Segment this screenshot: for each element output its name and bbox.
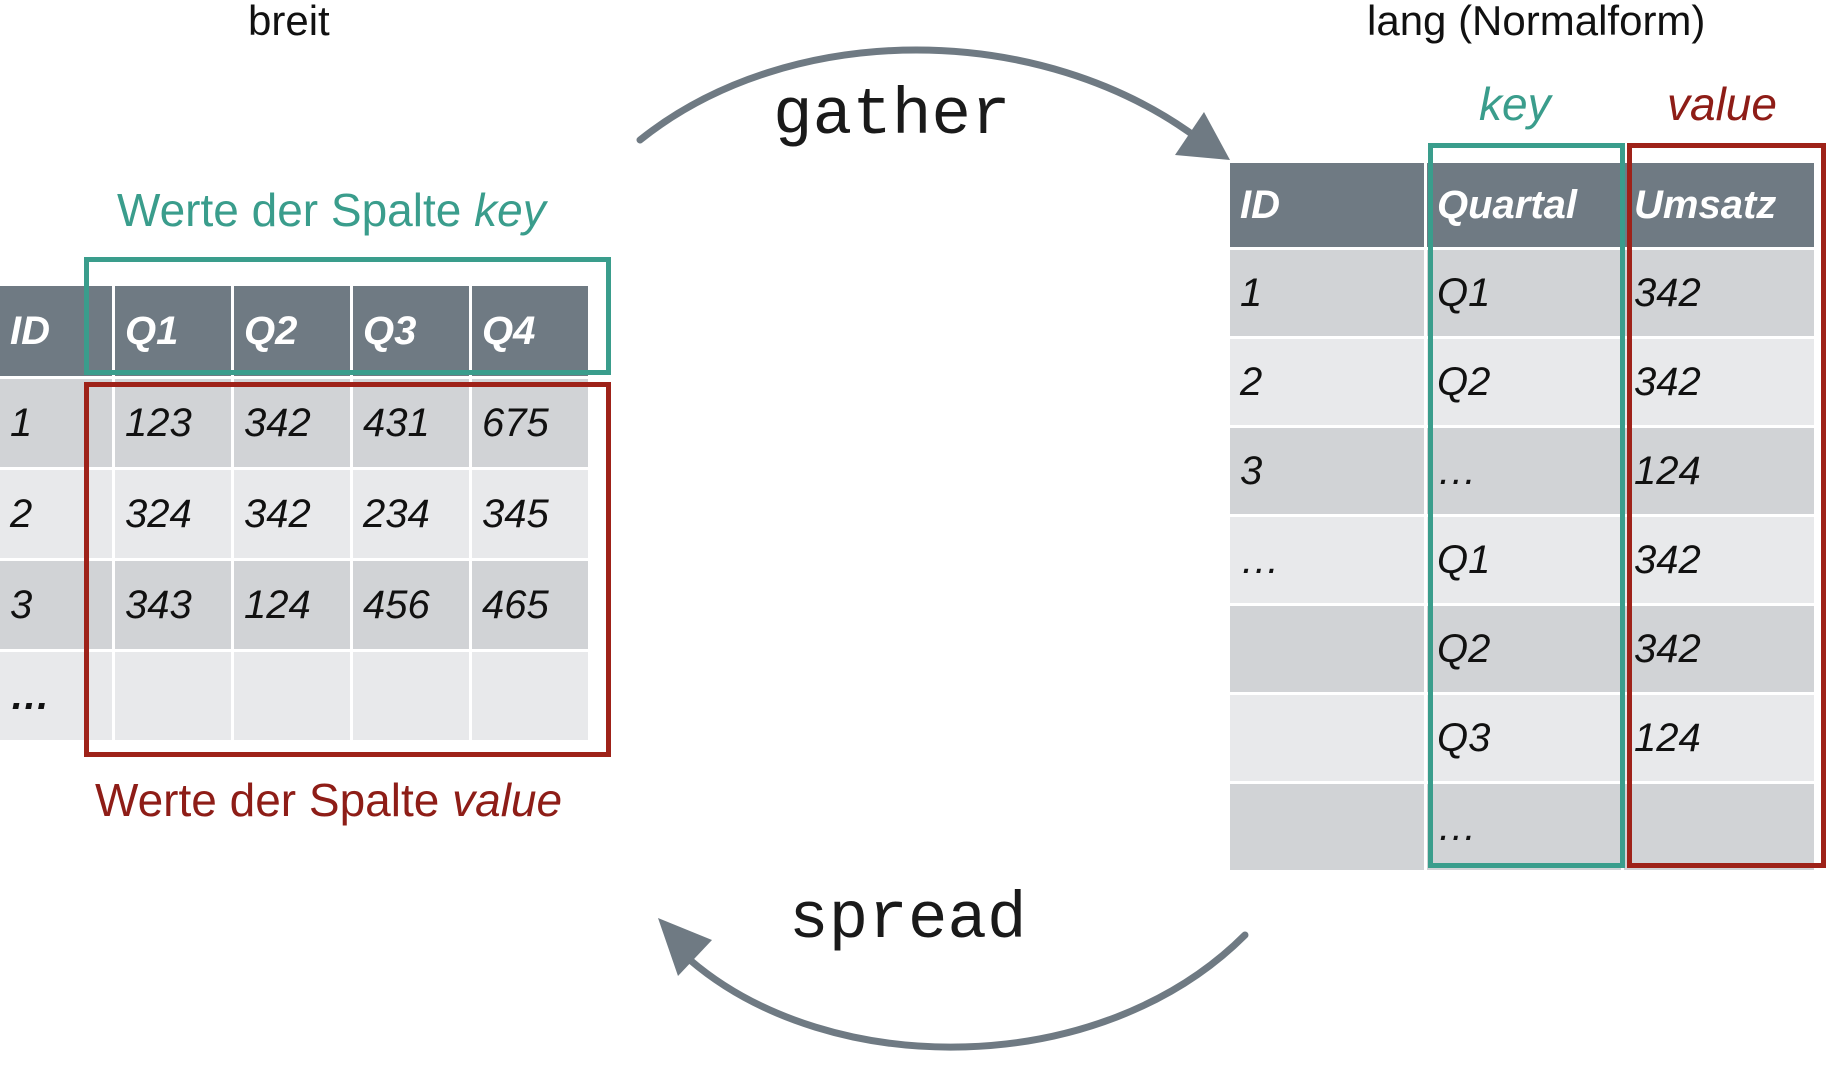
- value-cells-box: [84, 382, 611, 757]
- key-values-caption: Werte der Spalte key: [117, 183, 546, 237]
- wide-cell: [115, 652, 231, 740]
- long-cell: Q1: [1427, 517, 1621, 603]
- key-caption-prefix: Werte der Spalte: [117, 184, 475, 236]
- long-cell: …: [1427, 428, 1621, 514]
- wide-cell: 456: [353, 561, 469, 649]
- wide-cell: [353, 652, 469, 740]
- wide-cell: …: [0, 652, 112, 740]
- key-columns-box: [84, 257, 611, 375]
- long-cell: [1624, 784, 1814, 870]
- long-cell: 342: [1624, 250, 1814, 336]
- wide-cell: 1: [0, 379, 112, 467]
- wide-header-id: ID: [0, 286, 112, 376]
- wide-row: 1 123 342 431 675: [0, 379, 588, 467]
- wide-cell: 234: [353, 470, 469, 558]
- gather-label: gather: [773, 78, 1011, 153]
- key-column-label: key: [1479, 78, 1551, 130]
- long-row: 1 Q1 342: [1230, 250, 1814, 336]
- wide-cell: 123: [115, 379, 231, 467]
- wide-row: 3 343 124 456 465: [0, 561, 588, 649]
- value-caption-word: value: [452, 774, 563, 826]
- long-cell: [1230, 784, 1424, 870]
- long-cell: Q1: [1427, 250, 1621, 336]
- wide-header-q2: Q2: [234, 286, 350, 376]
- long-row: … Q1 342: [1230, 517, 1814, 603]
- long-row: Q2 342: [1230, 606, 1814, 692]
- long-cell: 342: [1624, 339, 1814, 425]
- long-title: lang (Normalform): [1367, 0, 1706, 44]
- long-cell: 124: [1624, 695, 1814, 781]
- wide-cell: 675: [472, 379, 588, 467]
- long-cell: …: [1230, 517, 1424, 603]
- wide-cell: 345: [472, 470, 588, 558]
- wide-cell: 342: [234, 470, 350, 558]
- wide-cell: 324: [115, 470, 231, 558]
- wide-cell: 343: [115, 561, 231, 649]
- wide-header-q4: Q4: [472, 286, 588, 376]
- long-cell: 3: [1230, 428, 1424, 514]
- value-column-box: [1627, 143, 1826, 868]
- long-cell: [1230, 606, 1424, 692]
- key-column-box: [1428, 143, 1625, 868]
- long-row: …: [1230, 784, 1814, 870]
- long-header-id: ID: [1230, 163, 1424, 247]
- spread-arrowhead: [658, 918, 712, 976]
- long-cell: Q3: [1427, 695, 1621, 781]
- wide-row: …: [0, 652, 588, 740]
- wide-cell: 465: [472, 561, 588, 649]
- gather-arrow: [636, 46, 1204, 144]
- long-cell: …: [1427, 784, 1621, 870]
- wide-title: breit: [248, 0, 330, 44]
- long-cell: 124: [1624, 428, 1814, 514]
- long-cell: 342: [1624, 606, 1814, 692]
- wide-table: ID Q1 Q2 Q3 Q4 1 123 342 431 675 2 324 3…: [0, 283, 591, 743]
- long-header-umsatz: Umsatz: [1624, 163, 1814, 247]
- value-column-label: value: [1667, 78, 1777, 130]
- long-header-quartal: Quartal: [1427, 163, 1621, 247]
- wide-cell: 342: [234, 379, 350, 467]
- wide-header-q1: Q1: [115, 286, 231, 376]
- spread-label: spread: [789, 882, 1027, 957]
- wide-cell: 431: [353, 379, 469, 467]
- wide-cell: 3: [0, 561, 112, 649]
- long-cell: Q2: [1427, 339, 1621, 425]
- long-table: ID Quartal Umsatz 1 Q1 342 2 Q2 342 3 … …: [1227, 160, 1817, 873]
- long-cell: Q2: [1427, 606, 1621, 692]
- long-cell: 2: [1230, 339, 1424, 425]
- wide-cell: 2: [0, 470, 112, 558]
- value-values-caption: Werte der Spalte value: [95, 773, 562, 827]
- wide-cell: [472, 652, 588, 740]
- key-caption-word: key: [474, 184, 546, 236]
- long-cell: 342: [1624, 517, 1814, 603]
- long-row: 2 Q2 342: [1230, 339, 1814, 425]
- wide-cell: [234, 652, 350, 740]
- long-cell: [1230, 695, 1424, 781]
- long-cell: 1: [1230, 250, 1424, 336]
- wide-header-q3: Q3: [353, 286, 469, 376]
- gather-arrowhead: [1175, 112, 1230, 160]
- long-row: Q3 124: [1230, 695, 1814, 781]
- spread-arrow: [686, 931, 1249, 1051]
- wide-cell: 124: [234, 561, 350, 649]
- long-row: 3 … 124: [1230, 428, 1814, 514]
- value-caption-prefix: Werte der Spalte: [95, 774, 453, 826]
- wide-row: 2 324 342 234 345: [0, 470, 588, 558]
